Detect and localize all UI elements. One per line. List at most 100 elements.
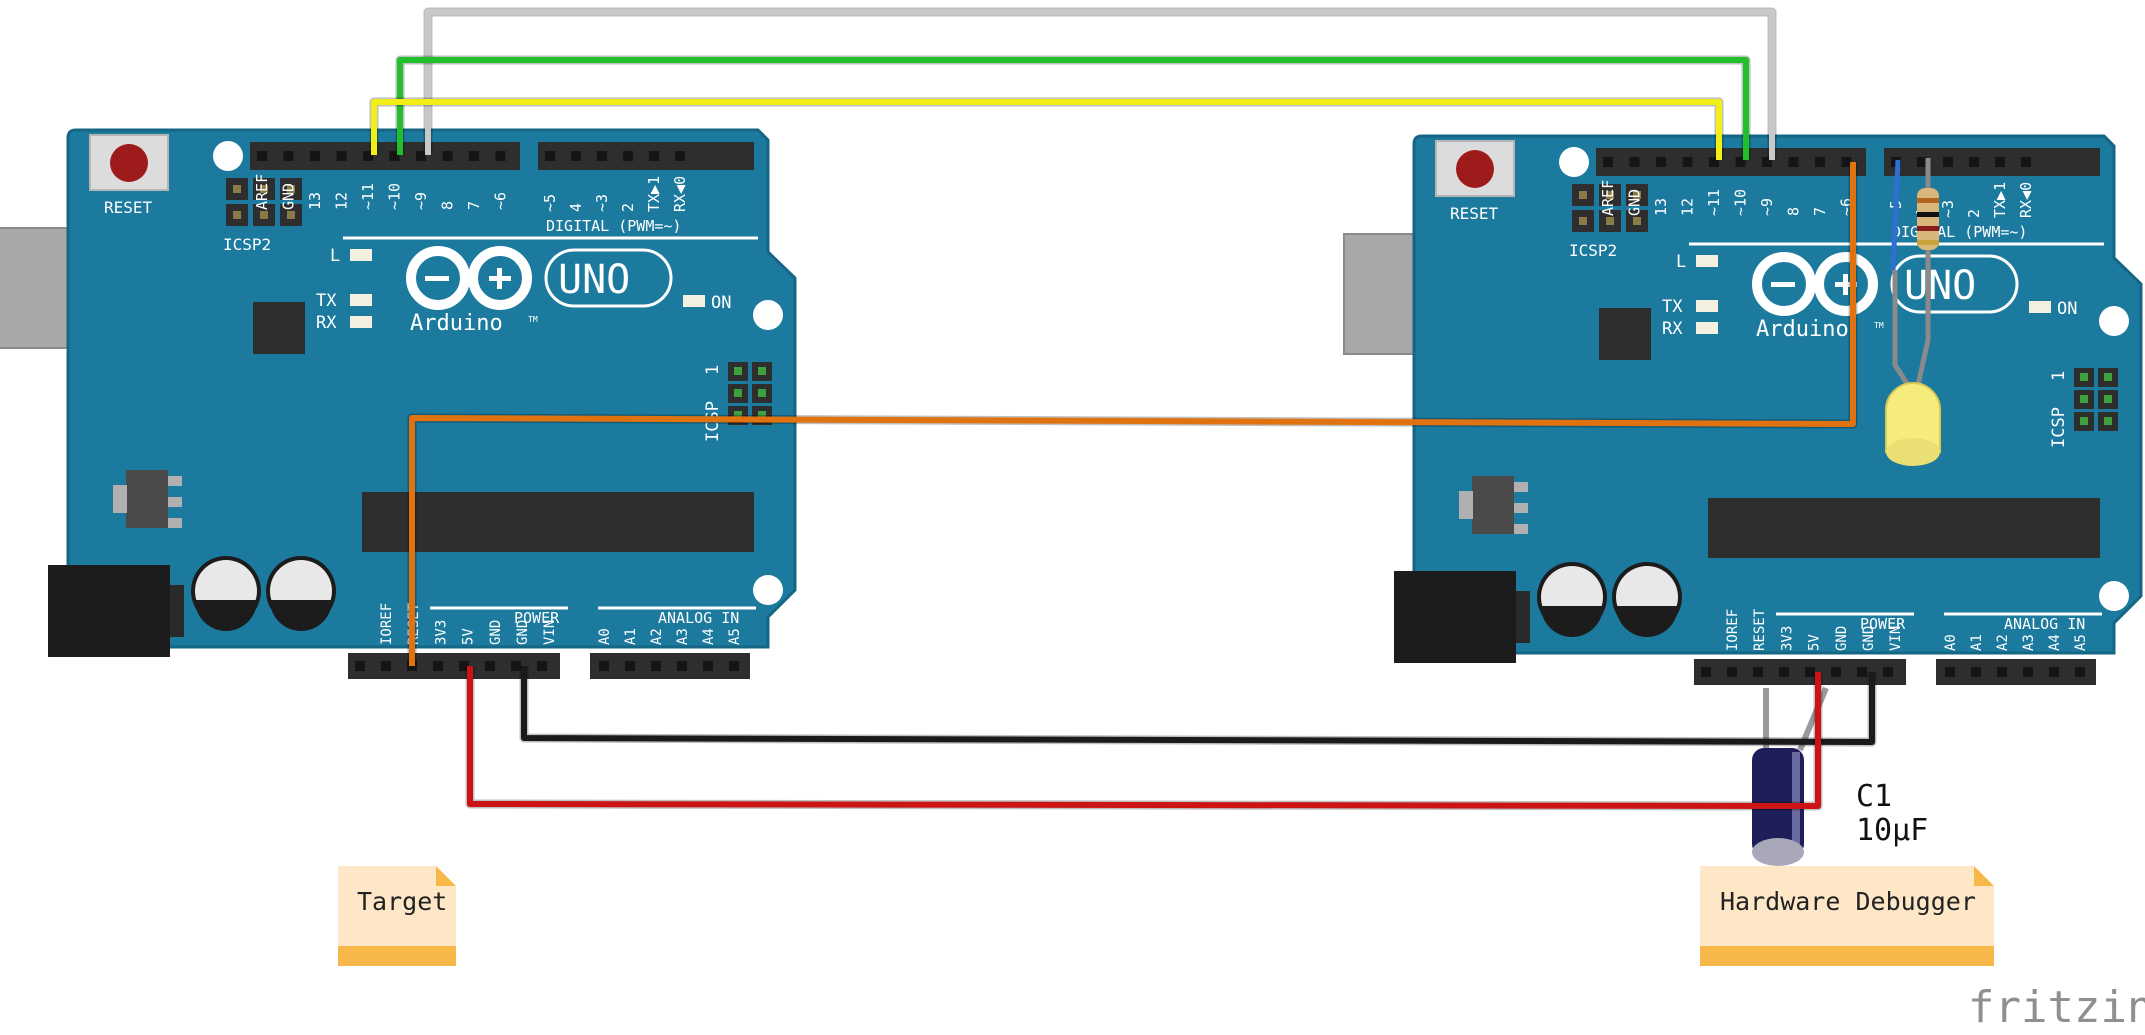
analog-pin-socket bbox=[2075, 667, 2085, 677]
led bbox=[1696, 322, 1718, 334]
orange-wire-reset bbox=[409, 162, 1856, 666]
power-pin-label: VIN bbox=[542, 620, 558, 645]
power-pin-label: GND bbox=[1861, 626, 1877, 651]
power-pin-socket bbox=[485, 661, 495, 671]
analog-pin-label: A4 bbox=[701, 628, 717, 645]
power-pin-socket bbox=[1727, 667, 1737, 677]
digital-pin-socket bbox=[1629, 157, 1640, 167]
digital-pin-label: TX▶1 bbox=[1991, 182, 2009, 218]
digital-pin-label: 13 bbox=[306, 192, 324, 210]
icsp-pin-contact bbox=[758, 367, 766, 375]
wires bbox=[369, 7, 1877, 811]
analog-header bbox=[1936, 659, 2096, 685]
resistor-band bbox=[1917, 226, 1939, 231]
power-pin-socket bbox=[537, 661, 547, 671]
yellow-wire-pin13 bbox=[371, 99, 1722, 160]
power-pin-label: IOREF bbox=[1725, 609, 1741, 651]
reset-button bbox=[1456, 150, 1494, 188]
regulator-pin bbox=[168, 497, 182, 507]
analog-header bbox=[590, 653, 750, 679]
analog-pin-label: A1 bbox=[1969, 634, 1985, 651]
digital-pin-label: ~11 bbox=[1705, 189, 1723, 216]
logo-minus bbox=[425, 276, 449, 281]
resistor bbox=[1917, 188, 1939, 250]
digital-pin-socket bbox=[1969, 157, 1979, 167]
capacitor-value: 10µF bbox=[1856, 813, 1928, 848]
digital-label: DIGITAL (PWM=~) bbox=[1892, 223, 2027, 241]
digital-pin-socket bbox=[1656, 157, 1666, 167]
digital-header-lower bbox=[1884, 148, 2100, 176]
power-pin-label: 3V3 bbox=[433, 620, 449, 645]
atmega-chip bbox=[1708, 498, 2100, 558]
mounting-hole bbox=[753, 300, 783, 330]
led bbox=[350, 294, 372, 306]
onboard-capacitor-stripe bbox=[1616, 606, 1678, 637]
digital-pin-socket bbox=[416, 151, 426, 161]
power-pin-socket bbox=[1753, 667, 1763, 677]
digital-label: DIGITAL (PWM=~) bbox=[546, 217, 681, 235]
resistor-band bbox=[1917, 240, 1939, 245]
capacitor-c1-base bbox=[1752, 838, 1804, 866]
power-jack bbox=[1394, 571, 1516, 663]
digital-pin-label: ~3 bbox=[593, 194, 611, 212]
led-label: RX bbox=[316, 313, 337, 333]
led-label: L bbox=[330, 246, 340, 266]
logo-arduino-text: Arduino bbox=[1756, 317, 1849, 342]
power-pin-label: 3V3 bbox=[1779, 626, 1795, 651]
onboard-capacitor-stripe bbox=[270, 600, 332, 631]
analog-pin-label: A0 bbox=[597, 628, 613, 645]
note-debugger-bar bbox=[1700, 946, 1994, 966]
icsp-pin-contact bbox=[758, 389, 766, 397]
led-label: RX bbox=[1662, 319, 1683, 339]
digital-pin-label: RX◀0 bbox=[671, 176, 689, 212]
voltage-regulator bbox=[126, 470, 168, 528]
icsp-label: ICSP bbox=[2049, 407, 2069, 448]
analog-label: ANALOG IN bbox=[2004, 615, 2085, 633]
mounting-hole bbox=[1559, 147, 1589, 177]
digital-pin-socket bbox=[1603, 157, 1613, 167]
yellow-led-base bbox=[1886, 438, 1940, 466]
analog-pin-label: A3 bbox=[2021, 634, 2037, 651]
digital-pin-socket bbox=[1762, 157, 1772, 167]
logo-uno-text: UNO bbox=[1904, 263, 1976, 309]
digital-pin-socket bbox=[283, 151, 294, 161]
icsp2-pin-contact bbox=[260, 185, 268, 193]
icsp-pin-contact bbox=[2104, 395, 2112, 403]
red-wire-5v bbox=[467, 666, 1821, 809]
digital-pin-label: 2 bbox=[1965, 209, 1983, 218]
digital-pin-label: 8 bbox=[1785, 207, 1803, 216]
power-label: POWER bbox=[514, 609, 560, 627]
digital-pin-socket bbox=[389, 151, 400, 161]
power-pin-socket bbox=[433, 661, 443, 671]
icsp-pin-contact bbox=[2080, 373, 2088, 381]
note-debugger-text: Hardware Debugger bbox=[1720, 887, 1976, 916]
power-pin-socket bbox=[1883, 667, 1893, 677]
analog-pin-socket bbox=[625, 661, 635, 671]
logo-uno-frame bbox=[1890, 254, 2019, 314]
digital-pin-socket bbox=[469, 151, 479, 161]
digital-pin-label: 8 bbox=[439, 201, 457, 210]
usb-chip bbox=[253, 302, 305, 354]
on-label: ON bbox=[2057, 299, 2077, 319]
icsp-pin-contact bbox=[2104, 417, 2112, 425]
logo-minus bbox=[1771, 282, 1795, 287]
logo-plus-v bbox=[497, 268, 502, 289]
voltage-regulator bbox=[1472, 476, 1514, 534]
power-jack-rim bbox=[170, 585, 184, 637]
note-debugger-paper bbox=[1700, 866, 1994, 966]
digital-pin-socket bbox=[2021, 157, 2031, 167]
led-lead bbox=[1892, 270, 1911, 387]
digital-pin-label: 12 bbox=[1679, 198, 1697, 216]
digital-pin-label: AREF bbox=[253, 174, 271, 210]
regulator-pin bbox=[1514, 524, 1528, 534]
logo-loop-left bbox=[406, 246, 470, 310]
digital-pin-socket bbox=[336, 151, 347, 161]
fritzing-brand: fritzing bbox=[1968, 982, 2145, 1033]
digital-pin-socket bbox=[1943, 157, 1953, 167]
power-pin-socket bbox=[1831, 667, 1841, 677]
black-wire-gnd bbox=[521, 666, 1875, 745]
icsp-pin-contact bbox=[2104, 373, 2112, 381]
power-pin-label: IOREF bbox=[379, 603, 395, 645]
icsp2-pin-contact bbox=[1579, 191, 1587, 199]
regulator-pin bbox=[1514, 482, 1528, 492]
